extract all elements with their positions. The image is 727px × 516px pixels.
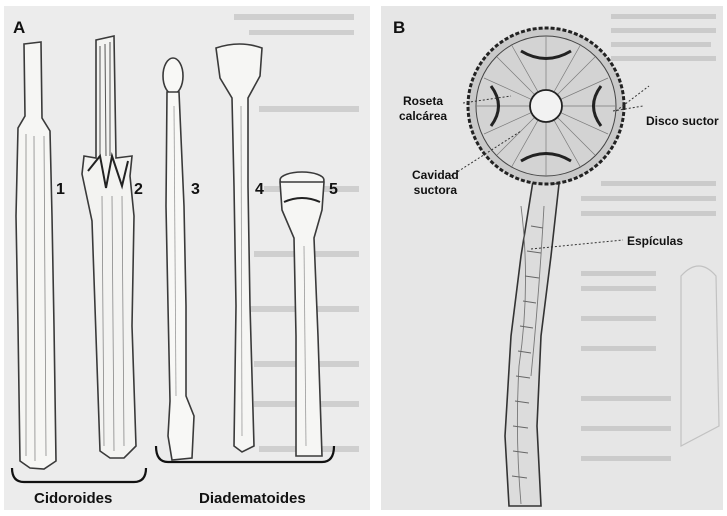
- label-roseta-calcarea: Roseta calcárea: [399, 94, 447, 124]
- label-roseta-line1: Roseta: [399, 94, 447, 109]
- group-label-cidoroides: Cidoroides: [34, 490, 112, 507]
- spine-3: [163, 58, 194, 460]
- label-espiculas: Espículas: [627, 234, 683, 249]
- spine-number-5: 5: [329, 181, 338, 199]
- spine-number-2: 2: [134, 181, 143, 199]
- spine-5: [280, 172, 324, 456]
- spine-number-3: 3: [191, 181, 200, 199]
- spine-number-4: 4: [255, 181, 264, 199]
- panel-b-tube-foot: B Roseta calcárea Cavidad suctora Disco …: [381, 6, 723, 510]
- label-disco-suctor: Disco suctor: [646, 114, 719, 129]
- spine-number-1: 1: [56, 181, 65, 199]
- label-roseta-line2: calcárea: [399, 109, 447, 124]
- label-cavidad-suctora: Cavidad suctora: [412, 168, 459, 198]
- panel-b-letter: B: [393, 18, 405, 38]
- spines-illustration: [4, 6, 370, 510]
- tube-foot-illustration: [381, 6, 723, 510]
- group-label-diadematoides: Diadematoides: [199, 490, 306, 507]
- spine-1: [16, 42, 56, 469]
- tube-foot-stalk: [505, 181, 559, 506]
- panel-a-spines: A 1 2 3 4 5 Cidoroides Diadematoides: [4, 6, 370, 510]
- label-cavidad-line2: suctora: [412, 183, 459, 198]
- panel-a-letter: A: [13, 18, 25, 38]
- background-sketch: [681, 266, 719, 446]
- bracket-cidoroides: [12, 468, 146, 482]
- calcareous-rosette: [468, 28, 624, 184]
- spine-4: [216, 44, 262, 452]
- label-cavidad-line1: Cavidad: [412, 168, 459, 183]
- spine-2: [82, 36, 136, 458]
